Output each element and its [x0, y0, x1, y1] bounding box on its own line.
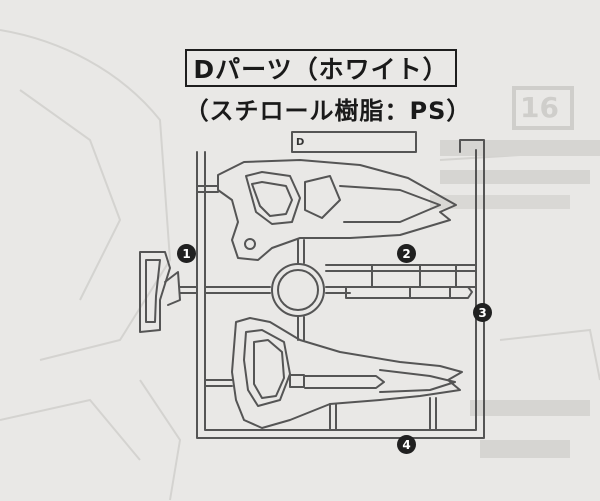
material-label: （スチロール樹脂：PS）	[184, 96, 472, 125]
part-number-marker-1: 1	[177, 244, 196, 263]
part-number-marker-4: 4	[397, 435, 416, 454]
part-2-outline	[217, 159, 457, 261]
sprue-code-tab	[291, 131, 417, 153]
part-number-marker-3: 3	[473, 303, 492, 322]
sprue-frame	[196, 139, 485, 439]
runner-ring	[271, 263, 325, 317]
sprue-code-label: D	[296, 137, 305, 148]
part-3-outline	[345, 286, 473, 299]
part-number-marker-2: 2	[397, 244, 416, 263]
faded-page-number: 16	[520, 91, 559, 124]
faded-step-box	[512, 86, 574, 130]
part-group-title: Dパーツ（ホワイト）	[185, 49, 457, 87]
part-4-outline	[231, 317, 463, 429]
part-1-outline	[139, 251, 171, 333]
